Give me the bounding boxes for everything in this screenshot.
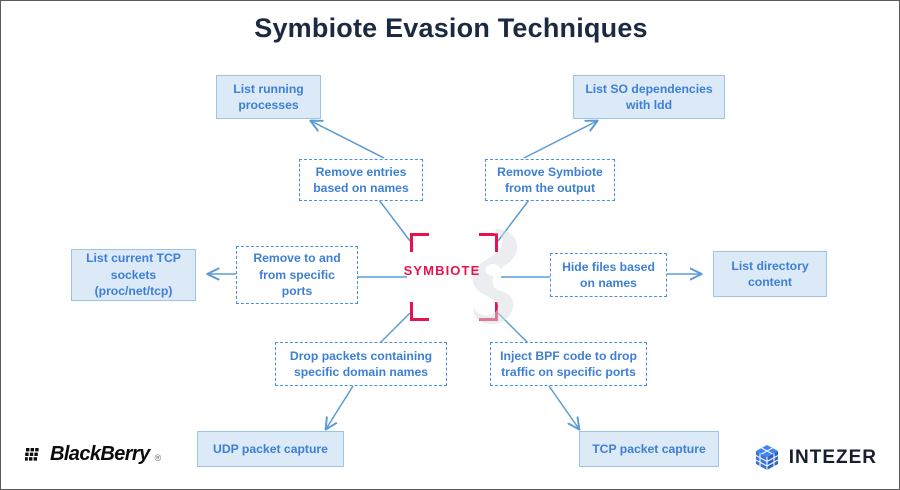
node-list-running-processes[interactable]: List running processes [216, 75, 321, 119]
corner-bracket-top-right [479, 233, 498, 252]
blackberry-wordmark: BlackBerry [50, 443, 150, 465]
intezer-logo: INTEZER [754, 444, 877, 472]
node-list-current-tcp-sockets[interactable]: List current TCP sockets (proc/net/tcp) [71, 249, 196, 301]
node-hide-files-based-on-names[interactable]: Hide files based on names [550, 253, 667, 297]
node-tcp-packet-capture[interactable]: TCP packet capture [579, 431, 719, 467]
intezer-cube-icon [755, 445, 778, 470]
node-drop-packets-containing-specific-domain-names[interactable]: Drop packets containing specific domain … [275, 342, 447, 386]
corner-bracket-bottom-left [410, 302, 429, 321]
blackberry-registered-mark: ® [154, 453, 162, 463]
node-remove-symbiote-from-the-output[interactable]: Remove Symbiote from the output [485, 159, 615, 201]
node-inject-bpf-code-to-drop-traffic-on-specific-ports[interactable]: Inject BPF code to drop traffic on speci… [490, 342, 647, 386]
symbiote-creature-icon [472, 229, 518, 325]
node-remove-entries-based-on-names[interactable]: Remove entries based on names [299, 159, 423, 201]
intezer-wordmark: INTEZER [788, 447, 877, 468]
corner-bracket-top-left [410, 233, 429, 252]
center-label: SYMBIOTE [403, 263, 481, 278]
node-udp-packet-capture[interactable]: UDP packet capture [197, 431, 344, 467]
node-remove-to-and-from-specific-ports[interactable]: Remove to and from specific ports [236, 246, 358, 304]
node-list-so-dependencies-with-ldd[interactable]: List SO dependencies with ldd [573, 75, 725, 119]
blackberry-dots-icon [25, 447, 39, 461]
page-title: Symbiote Evasion Techniques [254, 13, 648, 43]
blackberry-logo: BlackBerry ® [25, 443, 161, 466]
node-list-directory-content[interactable]: List directory content [713, 251, 827, 297]
